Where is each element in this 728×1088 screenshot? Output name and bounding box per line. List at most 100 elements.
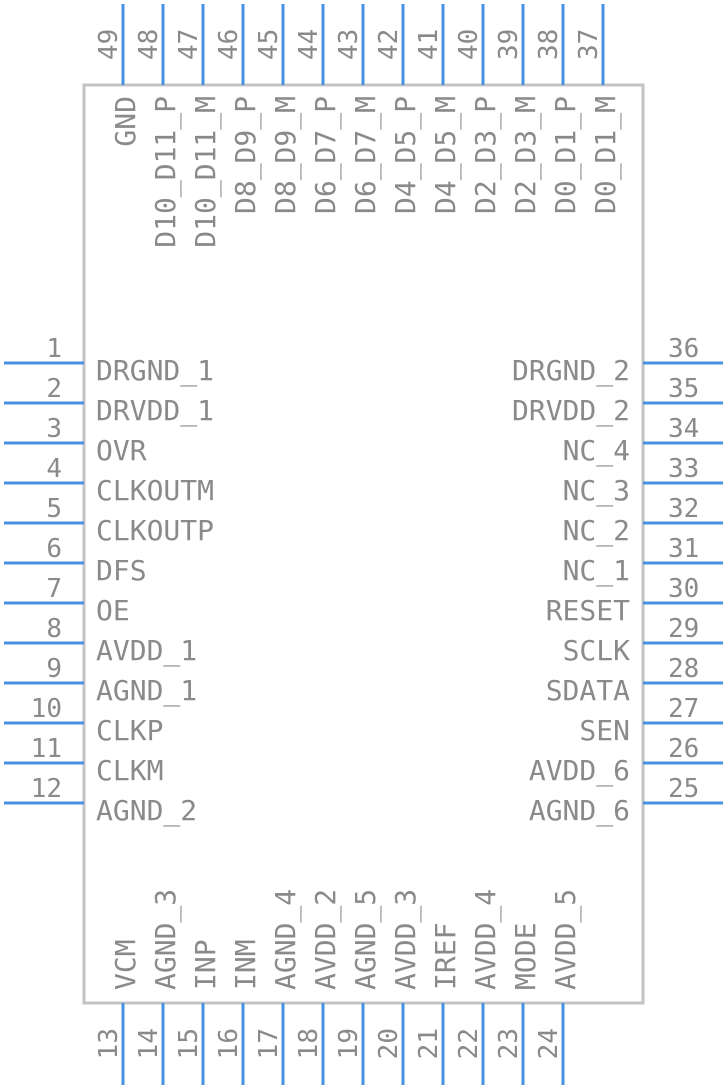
pin-name-34: NC_4 — [563, 434, 630, 468]
pin-name-22: AVDD_4 — [469, 889, 503, 990]
pin-name-1: DRGND_1 — [96, 354, 214, 388]
pin-number-41: 41 — [414, 29, 444, 60]
pin-number-5: 5 — [46, 494, 62, 524]
pin-number-47: 47 — [174, 29, 204, 60]
pin-name-10: CLKP — [96, 714, 163, 747]
pin-number-21: 21 — [414, 1028, 444, 1059]
pin-name-23: MODE — [509, 923, 542, 990]
pin-number-4: 4 — [46, 454, 62, 484]
pin-number-48: 48 — [134, 29, 164, 60]
pin-name-39: D2_D3_M — [509, 96, 543, 214]
pin-name-20: AVDD_3 — [389, 889, 423, 990]
pin-number-24: 24 — [534, 1028, 564, 1059]
pin-number-22: 22 — [454, 1028, 484, 1059]
pin-number-29: 29 — [668, 614, 699, 644]
pin-name-43: D6_D7_M — [349, 96, 383, 214]
pin-number-20: 20 — [374, 1028, 404, 1059]
pin-name-6: DFS — [96, 554, 147, 587]
pin-name-35: DRVDD_2 — [512, 394, 630, 428]
pin-number-46: 46 — [214, 29, 244, 60]
pin-name-18: AVDD_2 — [309, 889, 343, 990]
pin-number-9: 9 — [46, 654, 62, 684]
pin-name-49: GND — [109, 96, 142, 147]
pin-number-49: 49 — [94, 29, 124, 60]
pin-name-16: INM — [229, 939, 262, 990]
pin-number-27: 27 — [668, 694, 699, 724]
pin-number-14: 14 — [134, 1028, 164, 1059]
pin-name-19: AGND_5 — [349, 889, 383, 990]
pin-number-2: 2 — [46, 374, 62, 404]
pin-number-33: 33 — [668, 454, 699, 484]
pin-number-7: 7 — [46, 574, 62, 604]
pin-number-36: 36 — [668, 334, 699, 364]
pin-name-37: D0_D1_M — [589, 96, 623, 214]
pin-name-5: CLKOUTP — [96, 514, 214, 547]
pin-name-11: CLKM — [96, 754, 163, 787]
pin-number-19: 19 — [334, 1028, 364, 1059]
pin-name-9: AGND_1 — [96, 674, 197, 708]
pin-name-38: D0_D1_P — [549, 96, 583, 214]
pin-number-39: 39 — [494, 29, 524, 60]
pin-number-17: 17 — [254, 1028, 284, 1059]
pin-name-27: SEN — [579, 714, 630, 747]
pin-name-31: NC_1 — [563, 554, 630, 588]
pin-number-13: 13 — [94, 1028, 124, 1059]
pin-name-7: OE — [96, 594, 130, 627]
pin-name-47: D10_D11_M — [189, 96, 223, 248]
pin-number-12: 12 — [31, 774, 62, 804]
pin-number-43: 43 — [334, 29, 364, 60]
pin-name-26: AVDD_6 — [529, 754, 630, 788]
pin-number-34: 34 — [668, 414, 699, 444]
pin-number-45: 45 — [254, 29, 284, 60]
pin-name-48: D10_D11_P — [149, 96, 183, 248]
pin-name-45: D8_D9_M — [269, 96, 303, 214]
pin-name-33: NC_3 — [563, 474, 630, 508]
pin-name-15: INP — [189, 939, 222, 990]
pin-name-44: D6_D7_P — [309, 96, 343, 214]
pin-number-31: 31 — [668, 534, 699, 564]
pin-name-41: D4_D5_M — [429, 96, 463, 214]
pin-number-1: 1 — [46, 334, 62, 364]
pin-number-23: 23 — [494, 1028, 524, 1059]
pin-name-8: AVDD_1 — [96, 634, 197, 668]
pin-name-36: DRGND_2 — [512, 354, 630, 388]
pin-name-17: AGND_4 — [269, 889, 303, 990]
pin-number-3: 3 — [46, 414, 62, 444]
pin-number-28: 28 — [668, 654, 699, 684]
pin-name-4: CLKOUTM — [96, 474, 214, 507]
pin-number-38: 38 — [534, 29, 564, 60]
pin-number-16: 16 — [214, 1028, 244, 1059]
pin-name-28: SDATA — [546, 674, 630, 707]
pin-number-35: 35 — [668, 374, 699, 404]
pin-number-37: 37 — [574, 29, 604, 60]
pin-name-12: AGND_2 — [96, 794, 197, 828]
pin-number-30: 30 — [668, 574, 699, 604]
pin-name-40: D2_D3_P — [469, 96, 503, 214]
pin-name-3: OVR — [96, 434, 147, 467]
pin-name-42: D4_D5_P — [389, 96, 423, 214]
pin-number-44: 44 — [294, 29, 324, 60]
pin-number-25: 25 — [668, 774, 699, 804]
pin-number-15: 15 — [174, 1028, 204, 1059]
pin-number-18: 18 — [294, 1028, 324, 1059]
pin-number-6: 6 — [46, 534, 62, 564]
pin-number-26: 26 — [668, 734, 699, 764]
pin-number-32: 32 — [668, 494, 699, 524]
pin-number-8: 8 — [46, 614, 62, 644]
pin-name-29: SCLK — [563, 634, 631, 667]
pin-name-46: D8_D9_P — [229, 96, 263, 214]
pin-name-2: DRVDD_1 — [96, 394, 214, 428]
pin-number-11: 11 — [31, 734, 62, 764]
pin-name-30: RESET — [546, 594, 630, 627]
pin-number-40: 40 — [454, 29, 484, 60]
pin-name-24: AVDD_5 — [549, 889, 583, 990]
pin-name-13: VCM — [109, 939, 142, 990]
pin-name-25: AGND_6 — [529, 794, 630, 828]
pin-number-42: 42 — [374, 29, 404, 60]
pin-name-32: NC_2 — [563, 514, 630, 548]
pin-name-14: AGND_3 — [149, 889, 183, 990]
pin-number-10: 10 — [31, 694, 62, 724]
pin-name-21: IREF — [429, 923, 462, 990]
